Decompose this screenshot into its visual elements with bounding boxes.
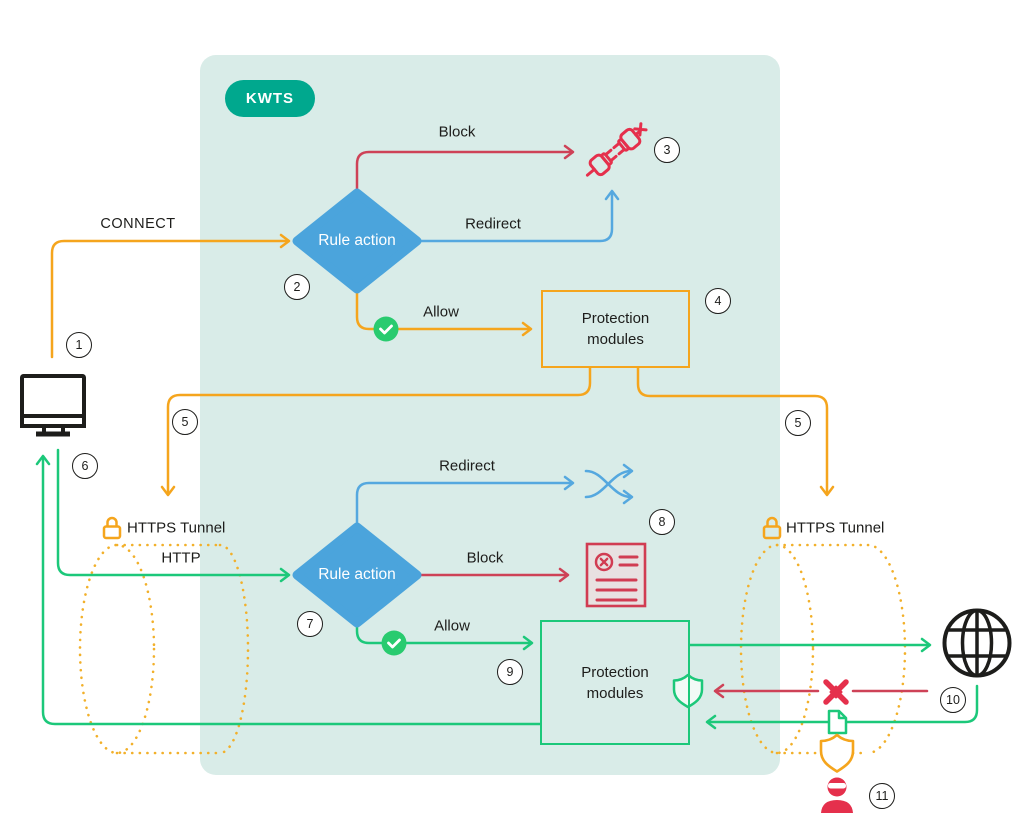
globe-icon bbox=[942, 608, 1012, 678]
monitor-icon bbox=[20, 374, 86, 437]
protection-modules-label: Protection modules bbox=[581, 310, 650, 348]
rule-action-label-bottom: Rule action bbox=[318, 566, 396, 583]
redirect-label-top: Redirect bbox=[465, 215, 521, 233]
edge-to-left-tunnel bbox=[160, 366, 592, 497]
disconnected-plug-icon bbox=[585, 122, 648, 177]
step-marker-2: 2 bbox=[284, 274, 310, 300]
edge-allow-top bbox=[355, 285, 533, 337]
edge-http bbox=[56, 448, 291, 583]
lock-icon bbox=[102, 516, 122, 540]
edge-redirect-bottom bbox=[355, 475, 575, 529]
edge-response-return bbox=[705, 684, 979, 730]
step-marker-8: 8 bbox=[649, 509, 675, 535]
blocked-page-icon bbox=[585, 542, 647, 608]
step-marker-4: 4 bbox=[705, 288, 731, 314]
step-marker-3: 3 bbox=[654, 137, 680, 163]
edge-to-right-tunnel bbox=[636, 366, 835, 497]
check-icon bbox=[381, 630, 407, 656]
step-marker-11: 11 bbox=[869, 783, 895, 809]
kwts-badge: KWTS bbox=[225, 80, 315, 117]
edge-allow-bottom bbox=[355, 621, 534, 651]
https-tunnel-left-cylinder bbox=[78, 543, 250, 755]
malware-icon bbox=[823, 679, 849, 705]
edge-redirect-top bbox=[417, 189, 620, 243]
shield-icon bbox=[819, 733, 855, 773]
kwts-panel-background bbox=[200, 55, 780, 775]
edge-connect bbox=[50, 233, 291, 359]
rule-action-diamond-bottom bbox=[292, 522, 422, 628]
allow-label-bottom: Allow bbox=[434, 617, 470, 635]
edge-return-to-client bbox=[35, 454, 542, 726]
step-marker-7: 7 bbox=[297, 611, 323, 637]
step-marker-5-right: 5 bbox=[785, 410, 811, 436]
step-marker-5-left: 5 bbox=[172, 409, 198, 435]
check-icon bbox=[373, 316, 399, 342]
https-tunnel-label-left: HTTPS Tunnel bbox=[127, 519, 226, 537]
https-tunnel-label-right: HTTPS Tunnel bbox=[786, 519, 885, 537]
step-marker-6: 6 bbox=[72, 453, 98, 479]
step-marker-9: 9 bbox=[497, 659, 523, 685]
protection-modules-box-https: Protection modules bbox=[541, 290, 690, 368]
shuffle-icon bbox=[584, 463, 634, 505]
redirect-label-bottom: Redirect bbox=[439, 457, 495, 475]
block-label-top: Block bbox=[438, 123, 476, 141]
hacker-icon bbox=[821, 777, 853, 813]
connect-label: CONNECT bbox=[100, 216, 176, 232]
rule-action-diamond-top bbox=[292, 188, 422, 294]
step-marker-10: 10 bbox=[940, 687, 966, 713]
rule-action-label-top: Rule action bbox=[318, 232, 396, 249]
http-label: HTTP bbox=[161, 549, 201, 567]
file-icon bbox=[827, 709, 848, 735]
allow-label-top: Allow bbox=[423, 303, 459, 321]
protection-modules-label: Protection modules bbox=[581, 663, 649, 702]
block-label-bottom: Block bbox=[466, 549, 504, 567]
protection-modules-box-http: Protection modules bbox=[540, 620, 690, 745]
step-marker-1: 1 bbox=[66, 332, 92, 358]
edge-block-top bbox=[355, 144, 575, 198]
lock-icon bbox=[762, 516, 782, 540]
